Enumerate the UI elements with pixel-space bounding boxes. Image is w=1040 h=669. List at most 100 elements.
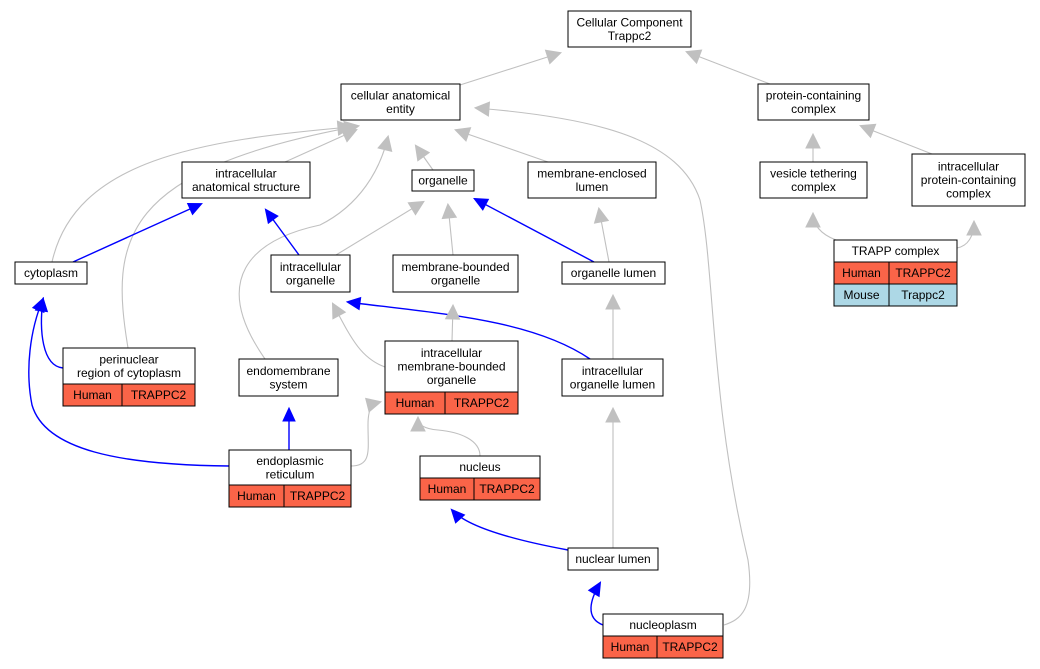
node-box <box>384 340 519 393</box>
arrowhead-icon <box>805 132 821 149</box>
edge-line <box>417 417 481 457</box>
node-label: system <box>269 377 307 391</box>
edge-line <box>455 129 549 163</box>
gene-label: Trappc2 <box>901 288 945 302</box>
node-label: nucleoplasm <box>629 618 696 632</box>
edge-imbo-to-mbo <box>444 303 461 342</box>
node-cytoplasm[interactable]: cytoplasm <box>14 261 88 285</box>
arrowhead-icon <box>282 406 296 422</box>
gene-cell <box>283 484 352 508</box>
edge-cae-to-root <box>459 49 563 86</box>
annotation-row-human: Human TRAPPC2 <box>384 391 519 415</box>
node-label: nucleus <box>459 460 500 474</box>
edge-iol-to-ol <box>605 293 621 359</box>
edge-er-to-es <box>282 406 296 450</box>
arrowhead-icon <box>377 134 393 152</box>
gene-label: TRAPPC2 <box>290 489 346 503</box>
arrowhead-icon <box>605 293 621 310</box>
arrowhead-icon <box>859 123 877 139</box>
arrowhead-icon <box>685 49 703 65</box>
node-label: protein-containing <box>766 88 861 102</box>
edge-pcc-to-root <box>685 49 771 85</box>
species-label: Human <box>73 388 112 402</box>
annotation-row-human: Human TRAPPC2 <box>62 383 196 407</box>
edge-cytoplasm-to-ias <box>72 202 203 263</box>
edge-iol-to-io <box>345 296 591 360</box>
edge-np-to-nl <box>587 581 604 626</box>
gene-label: TRAPPC2 <box>479 482 535 496</box>
node-label: TRAPP complex <box>852 244 940 258</box>
node-label: organelle <box>431 273 481 287</box>
arrowhead-icon <box>407 200 425 216</box>
node-organelle[interactable]: organelle <box>411 169 475 192</box>
node-label: membrane-bounded <box>397 360 505 374</box>
node-label: endoplasmic <box>256 454 323 468</box>
node-nl[interactable]: nuclear lumen <box>567 547 659 571</box>
node-label: intracellular <box>421 346 482 360</box>
edge-es-to-cae <box>238 134 393 360</box>
node-label: intracellular <box>215 166 276 180</box>
arrowhead-icon <box>450 508 466 524</box>
edge-mel-to-cae <box>454 127 549 163</box>
node-label: cytoplasm <box>24 266 78 280</box>
gene-cell <box>656 635 724 659</box>
gene-label: TRAPPC2 <box>662 640 718 654</box>
arrowhead-icon <box>186 202 203 216</box>
species-label: Human <box>237 489 276 503</box>
edge-line <box>335 201 424 256</box>
arrowhead-icon <box>966 219 982 236</box>
node-label: organelle <box>286 273 336 287</box>
edge-line <box>350 401 381 467</box>
edge-line <box>51 126 352 263</box>
arrowhead-icon <box>473 101 491 117</box>
node-box <box>561 358 664 397</box>
species-label: Human <box>611 640 650 654</box>
node-label: lumen <box>576 180 609 194</box>
edge-line <box>347 301 591 360</box>
node-label: intracellular <box>280 260 341 274</box>
gene-cell <box>473 477 541 501</box>
node-label: complex <box>791 180 836 194</box>
node-label: perinuclear <box>99 352 158 366</box>
gene-label: TRAPPC2 <box>454 396 510 410</box>
species-label: Human <box>396 396 435 410</box>
gene-label: TRAPPC2 <box>131 388 187 402</box>
edge-line <box>238 136 389 360</box>
edge-nucleus-to-imbo <box>410 415 481 457</box>
node-label: complex <box>791 102 836 116</box>
node-ol[interactable]: organelle lumen <box>561 261 666 285</box>
gene-cell <box>121 383 196 407</box>
node-box <box>527 161 657 199</box>
edge-line <box>72 203 202 263</box>
arrowhead-icon <box>544 49 563 65</box>
gene-cell <box>888 283 958 307</box>
node-label: organelle lumen <box>570 377 655 391</box>
node-imbo[interactable]: intracellularmembrane-boundedorganelleHu… <box>384 340 519 415</box>
node-box <box>340 83 461 121</box>
species-label: Human <box>842 266 881 280</box>
species-label: Human <box>428 482 467 496</box>
node-box <box>181 161 311 199</box>
arrowhead-icon <box>31 297 45 314</box>
edge-line <box>475 107 751 626</box>
arrowhead-icon <box>805 211 821 228</box>
arrowhead-icon <box>454 127 472 142</box>
node-box <box>392 254 519 293</box>
